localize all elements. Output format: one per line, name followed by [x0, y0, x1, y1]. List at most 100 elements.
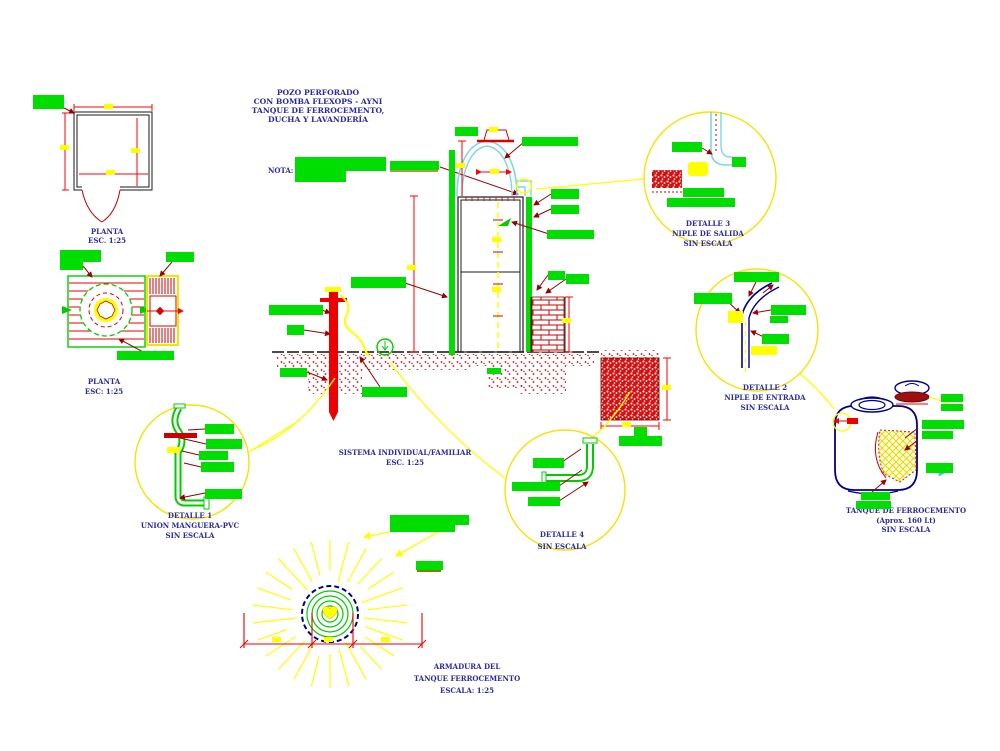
redacted-label-block — [856, 501, 891, 509]
redacted-label-block — [941, 394, 963, 402]
leader-line — [159, 261, 173, 277]
redacted-label-block — [522, 137, 578, 146]
armature-ray — [265, 636, 296, 657]
armature-ray — [367, 604, 408, 611]
dim-line-left — [62, 112, 69, 191]
leader-line — [533, 208, 552, 218]
tower-dim-left — [410, 195, 418, 353]
leader-line — [82, 265, 93, 278]
armature-ray — [337, 541, 350, 583]
dome-dim-left — [458, 140, 466, 196]
redacted-dim-block — [728, 311, 743, 323]
detail3-bubble: DETALLE 3 NIPLE DE SALIDA SIN ESCALA — [643, 111, 777, 248]
redacted-label-block — [634, 427, 647, 436]
redacted-dim-block — [489, 127, 498, 132]
yellow-redaction-layer — [60, 104, 777, 642]
drawing-title-line1: POZO PERFORADO — [277, 88, 360, 97]
armature-ray — [360, 646, 383, 670]
redacted-label-block — [390, 515, 469, 525]
hose-union-circle — [376, 338, 394, 356]
redacted-label-block — [455, 127, 478, 136]
well-plan-view: PLANTA ESC: 1:25 — [62, 261, 184, 396]
leader-lines — [905, 427, 919, 450]
redacted-label-block — [566, 274, 589, 284]
tower-green-strip-right — [526, 197, 532, 352]
redacted-label-block — [287, 325, 304, 335]
leader-line — [306, 371, 328, 381]
redacted-label-block — [206, 439, 242, 449]
redacted-label-block — [60, 250, 101, 262]
detail4-scale: SIN ESCALA — [538, 542, 587, 551]
door-swing-arc — [81, 189, 103, 223]
detail2-title: DETALLE 2 — [743, 383, 787, 392]
redacted-label-block — [533, 458, 564, 468]
leader-line — [545, 278, 567, 294]
drawing-title-line3: TANQUE DE FERROCEMENTO, — [252, 106, 385, 115]
dome-tank-inner — [461, 145, 513, 197]
outlet-hatch-top — [149, 278, 175, 294]
redacted-label-block — [926, 463, 953, 473]
valve-symbol — [155, 306, 165, 316]
redacted-label-block — [667, 198, 735, 207]
redacted-label-block — [922, 420, 964, 429]
well-plan-scale: ESC: 1:25 — [85, 387, 123, 396]
outlet-hatch-bottom — [149, 328, 175, 343]
redacted-label-block — [269, 305, 323, 315]
redacted-label-block — [551, 189, 579, 199]
redacted-dim-block — [492, 237, 501, 242]
detail3-mortar-hatch — [652, 170, 682, 188]
redacted-label-block — [295, 157, 386, 171]
yellow-leader-detail3 — [535, 178, 645, 190]
detail1-pipe-cap-top — [173, 403, 186, 409]
redacted-dim-block — [131, 148, 140, 153]
armature-dim-ticks — [239, 639, 427, 649]
leader-line — [118, 338, 146, 354]
tank-body — [834, 405, 918, 491]
detail3-pipe-inner — [720, 112, 732, 158]
redacted-label-block — [770, 316, 788, 323]
armature-ray — [345, 642, 367, 680]
pump-cap — [325, 287, 341, 292]
detail4-title: DETALLE 4 — [540, 530, 584, 539]
drop-pipe-joints — [493, 219, 503, 317]
armature-ray — [367, 571, 395, 590]
leader-line — [303, 329, 331, 337]
armature-ray — [252, 604, 293, 611]
armature-ray — [277, 558, 308, 591]
redacted-label-block — [683, 188, 724, 197]
redacted-dim-block — [407, 265, 416, 270]
leader-line — [762, 284, 774, 294]
detail4-pipe-bore — [546, 444, 592, 480]
door-swing-arc — [101, 189, 121, 223]
armature-spiral — [321, 605, 339, 623]
redacted-label-block — [528, 497, 560, 506]
detail4-pipe-cap — [582, 437, 598, 444]
leader-line — [321, 308, 331, 315]
leader-line — [533, 193, 552, 206]
armature-ray — [338, 648, 350, 687]
armature-ray — [365, 626, 404, 641]
tank-cutaway-edge — [874, 431, 887, 479]
leader-line — [536, 274, 549, 291]
flow-arrow-tower — [498, 218, 511, 226]
well-pipe — [329, 292, 338, 412]
redacted-dim-block — [662, 385, 671, 390]
armature-ray — [256, 628, 288, 641]
ground-hatch — [472, 354, 594, 366]
pit-top-hatch — [601, 350, 659, 358]
armature-ray — [364, 636, 395, 657]
redacted-dim-block — [562, 318, 571, 323]
detail3-subtitle: NIPLE DE SALIDA — [672, 229, 744, 238]
redacted-label-block — [199, 451, 228, 460]
detail1-bubble: DETALLE 1 UNION MANGUERA-PVC SIN ESCALA — [134, 403, 301, 540]
tank-neck-inner — [858, 399, 886, 411]
detail1-scale: SIN ESCALA — [166, 531, 215, 540]
detail3-yellow-fitting — [688, 162, 708, 176]
pump-tee — [320, 298, 347, 302]
armature-ray — [265, 571, 293, 590]
armature-title-line2: TANQUE FERROCEMENTO — [414, 674, 520, 683]
door-opening — [82, 183, 120, 192]
detail4-bubble: DETALLE 4 SIN ESCALA — [504, 429, 626, 551]
redacted-label-block — [861, 492, 890, 500]
redacted-label-block — [390, 161, 439, 170]
